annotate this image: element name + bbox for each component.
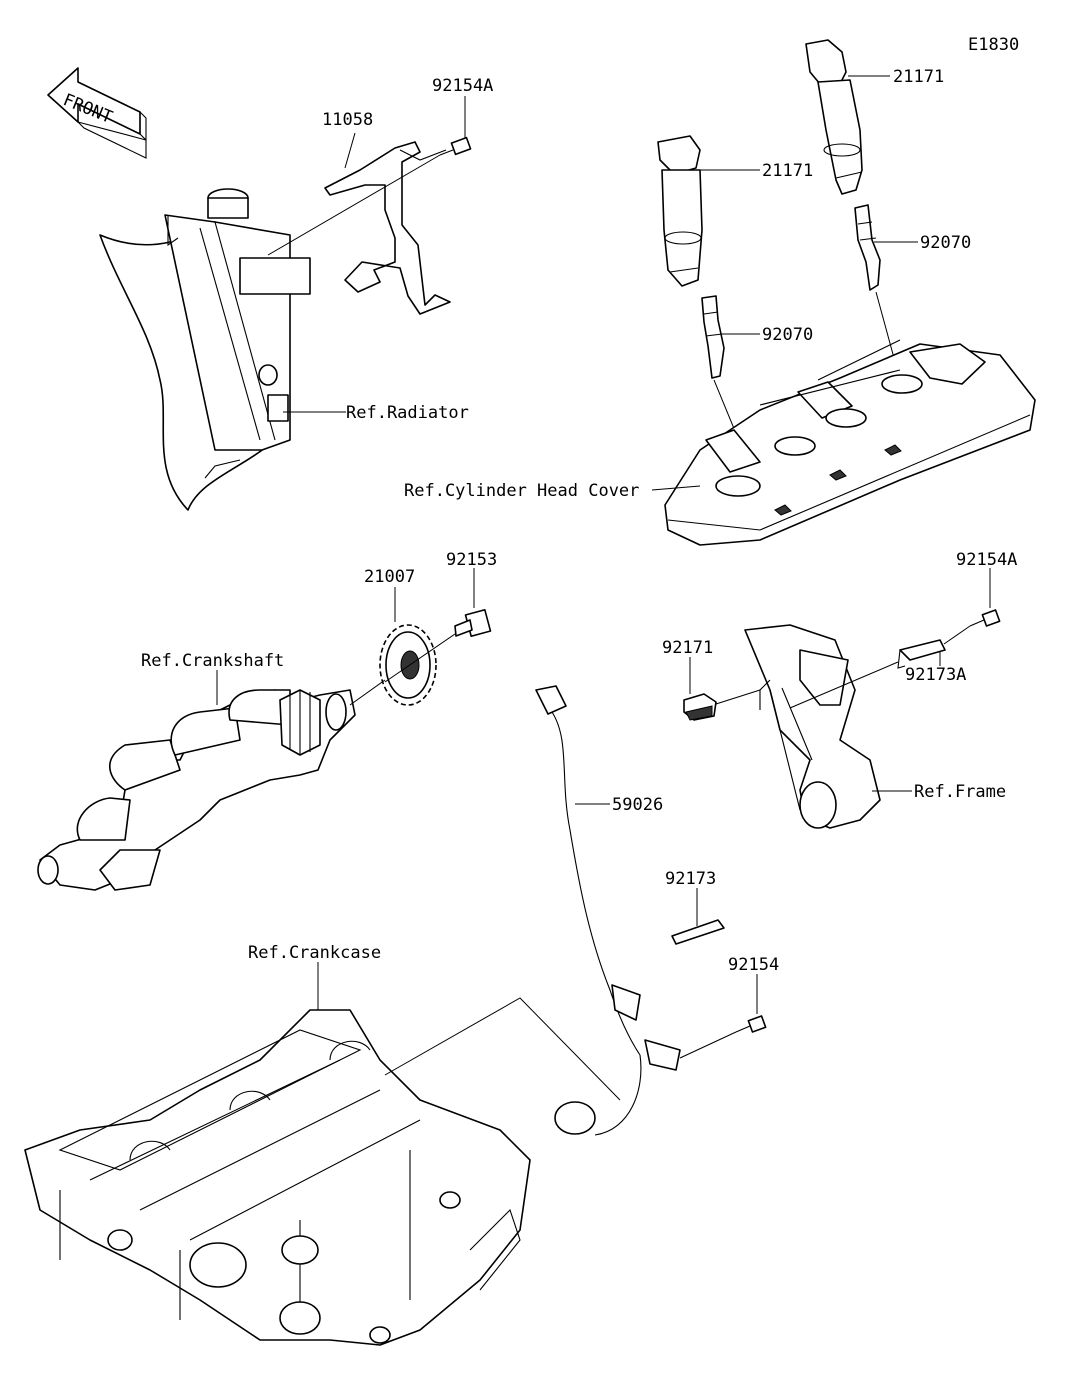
crankshaft-drawing	[37, 689, 356, 891]
front-arrow-icon: FRONT	[47, 67, 147, 159]
timing-rotor-21007-drawing	[379, 624, 437, 706]
label-59026: 59026	[612, 795, 663, 815]
bolt-92154-drawing	[735, 1015, 767, 1033]
leader-bolt-to-harness	[679, 1031, 737, 1059]
ignition-coil-left-drawing	[657, 135, 703, 287]
label-92154a-top: 92154A	[432, 76, 493, 96]
bolt-92154a-right-drawing	[969, 609, 1001, 627]
label-ref-frame: Ref.Frame	[914, 782, 1006, 802]
label-92171: 92171	[662, 638, 713, 658]
leader-crankcase-to-harness	[384, 997, 621, 1101]
sensor-92171-drawing	[683, 693, 717, 721]
label-92154a-right: 92154A	[956, 550, 1017, 570]
leader-bolt-to-clamp	[943, 625, 971, 645]
leader-92154a-to-radiator	[267, 154, 441, 256]
clamp-92173-drawing	[671, 919, 725, 945]
label-92154: 92154	[728, 955, 779, 975]
label-92153: 92153	[446, 550, 497, 570]
label-ref-crankshaft: Ref.Crankshaft	[141, 651, 284, 671]
ignition-coil-right-drawing	[805, 39, 863, 195]
label-11058: 11058	[322, 110, 373, 130]
label-ref-radiator: Ref.Radiator	[346, 403, 469, 423]
frame-section-drawing	[744, 624, 881, 829]
label-92070-left: 92070	[762, 325, 813, 345]
spark-plug-right-drawing	[854, 204, 881, 291]
diagram-code: E1830	[968, 35, 1019, 55]
bracket-11058-drawing	[324, 141, 451, 315]
leader-92153-to-rotor	[384, 633, 456, 683]
leader-crank-to-rotor	[349, 679, 386, 706]
leader-11058	[344, 132, 356, 169]
leader-clamp-to-frame	[789, 661, 899, 709]
label-21171-right: 21171	[893, 67, 944, 87]
label-92173a: 92173A	[905, 665, 966, 685]
cylinder-head-cover-drawing	[664, 339, 1036, 546]
leader-ref-cylinder-head	[651, 485, 701, 491]
label-21171-left: 21171	[762, 161, 813, 181]
label-ref-cylinder-head-cover: Ref.Cylinder Head Cover	[404, 481, 639, 501]
label-92173: 92173	[665, 869, 716, 889]
clamp-92173a-drawing	[897, 639, 946, 669]
leader-sensor-to-frame	[715, 689, 761, 705]
bolt-92154a-top-drawing	[439, 136, 472, 156]
radiator-drawing	[99, 188, 311, 511]
label-ref-crankcase: Ref.Crankcase	[248, 943, 381, 963]
harness-59026-drawing	[535, 685, 681, 1136]
label-21007: 21007	[364, 567, 415, 587]
spark-plug-left-drawing	[701, 295, 725, 379]
crankcase-drawing	[24, 1009, 531, 1346]
bolt-92153-drawing	[454, 608, 492, 638]
label-92070-right: 92070	[920, 233, 971, 253]
